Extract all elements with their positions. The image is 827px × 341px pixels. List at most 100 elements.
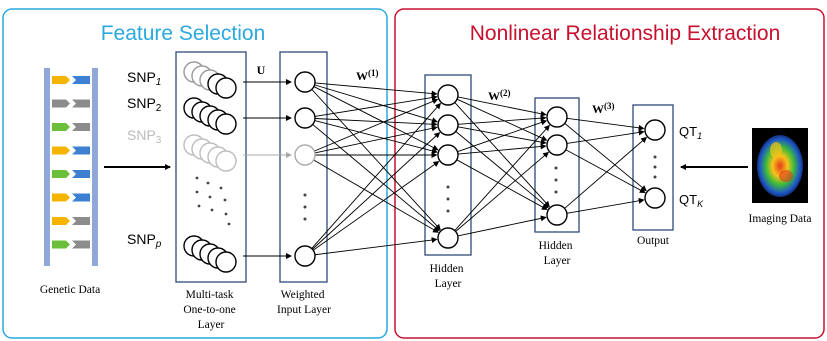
multitask-layer-label: Multi-task One-to-one Layer <box>183 289 238 331</box>
base-pair-left <box>52 217 70 225</box>
base-pair-right <box>72 170 90 178</box>
snp-2-label: SNP2 <box>127 95 162 114</box>
base-pair-left <box>52 146 70 155</box>
snp-node-stack <box>183 97 237 135</box>
weight-connection <box>454 102 550 208</box>
weight-connection <box>456 159 548 210</box>
weight-connection <box>313 159 439 233</box>
base-pair-right <box>72 99 90 108</box>
neuron-node <box>294 245 316 267</box>
multitask-layer-panel <box>175 51 247 283</box>
imaging-data-label: Imaging Data <box>749 213 812 225</box>
hidden-layer-2-panel <box>534 97 580 233</box>
base-pair-right <box>72 217 90 225</box>
genetic-data-label: Genetic Data <box>40 284 100 296</box>
weight-connection <box>313 86 439 151</box>
base-pair-left <box>52 123 70 131</box>
weight-connection <box>457 119 548 153</box>
neuron-node <box>437 84 459 106</box>
weight-w2-label: W(2) <box>488 88 511 103</box>
snp-node-stacks <box>183 61 237 273</box>
weight-connection <box>457 96 547 117</box>
neuron-node <box>644 119 666 141</box>
hidden-layer-1-label: Hidden Layer <box>430 263 467 290</box>
output-layer-panel <box>632 104 674 231</box>
neuron-node <box>546 134 568 156</box>
weight-connection <box>314 125 438 154</box>
feature-selection-section <box>2 8 388 339</box>
weighted-input-layer-label: Weighted Input Layer <box>277 289 331 316</box>
weight-connection <box>311 102 442 249</box>
weight-connection <box>314 84 438 124</box>
dna-right-strand <box>92 68 98 266</box>
weight-connection <box>566 117 645 131</box>
neuron-node <box>294 71 316 93</box>
weight-connection <box>314 94 438 117</box>
weight-u-label: U <box>257 63 266 77</box>
snp-3-label: SNP3 <box>127 127 162 146</box>
weight-w1-label: W(1) <box>356 68 379 83</box>
weight-connection <box>565 149 646 194</box>
snp-ellipsis-dots <box>195 176 231 226</box>
snp-p-label: SNPp <box>127 231 162 250</box>
base-pair-right <box>72 76 90 84</box>
weight-connection <box>566 197 645 214</box>
output-layer-label: Output <box>637 235 670 247</box>
neuron-node <box>294 144 316 166</box>
weighted-input-layer-panel <box>279 51 328 283</box>
nonlinear-extraction-title: Nonlinear Relationship Extraction <box>470 22 781 45</box>
snp-node-stack <box>183 235 237 273</box>
weight-connection <box>455 151 550 232</box>
weight-connection <box>312 124 440 232</box>
weight-connection <box>457 143 547 155</box>
dna-ladder-icon <box>44 68 98 266</box>
base-pair-right <box>72 146 90 155</box>
weight-w3-label: W(3) <box>592 101 615 116</box>
qt-1-label: QT1 <box>679 124 702 141</box>
base-pair-right <box>72 193 90 202</box>
snp-node-stack <box>183 61 237 99</box>
weight-connection <box>457 115 547 125</box>
weight-connection <box>314 118 438 128</box>
neuron-node <box>546 106 568 128</box>
weight-connection <box>314 237 438 256</box>
weight-connection <box>311 89 441 231</box>
dna-left-strand <box>44 68 50 266</box>
qt-k-label: QTK <box>679 192 704 209</box>
neuron-node <box>437 114 459 136</box>
weight-connection <box>564 136 648 209</box>
weight-connection <box>457 126 547 145</box>
feature-selection-title: Feature Selection <box>101 22 266 45</box>
snp-node-stack <box>183 134 237 172</box>
weight-connection <box>312 161 440 251</box>
neuron-node <box>437 144 459 166</box>
weight-connection <box>312 132 441 250</box>
weight-connection <box>454 124 550 231</box>
base-pair-left <box>52 99 70 108</box>
neuron-node <box>294 107 316 129</box>
base-pair-right <box>72 240 90 249</box>
weight-connection <box>564 123 647 192</box>
base-pair-left <box>52 170 70 178</box>
base-pair-left <box>52 240 70 249</box>
network-connections <box>243 79 648 259</box>
weight-connection <box>314 82 438 97</box>
neuron-node <box>644 187 666 209</box>
neuron-node <box>437 227 459 249</box>
hidden-layer-1-panel <box>424 74 472 256</box>
weight-connection <box>314 120 438 154</box>
weight-connection <box>314 98 439 152</box>
snp-1-label: SNP1 <box>127 69 161 88</box>
vertical-ellipsis-dots <box>303 155 657 221</box>
weight-connection <box>457 215 547 237</box>
base-pair-left <box>52 76 70 84</box>
brain-scan-icon <box>757 135 803 197</box>
hidden-layer-2-label: Hidden Layer <box>539 240 576 267</box>
neuron-nodes <box>294 71 666 267</box>
weight-connection <box>456 98 548 141</box>
base-pair-left <box>52 193 70 202</box>
weight-connection <box>566 129 645 144</box>
weight-connection <box>455 131 549 209</box>
base-pair-right <box>72 123 90 131</box>
